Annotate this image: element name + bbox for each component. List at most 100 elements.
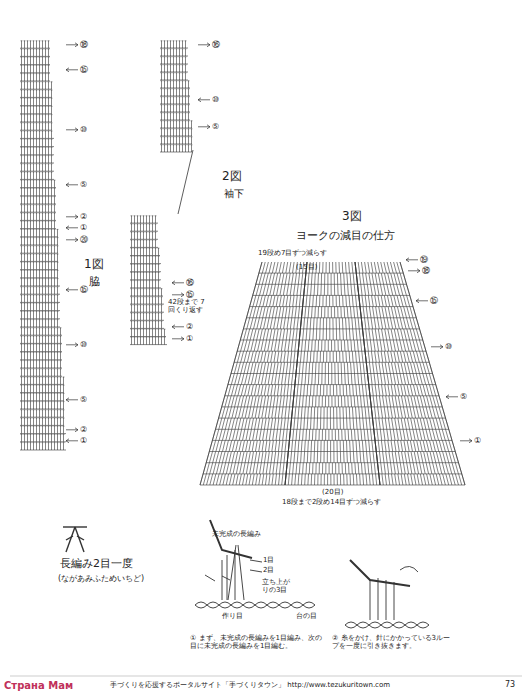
arrow-head <box>66 226 69 230</box>
arrow-shaft <box>406 259 418 260</box>
arrow-shaft <box>460 440 472 441</box>
row-number: ① <box>80 223 87 232</box>
row-number: ⑮ <box>80 65 88 74</box>
symbol-leg <box>75 527 84 552</box>
arrow-head <box>66 68 69 72</box>
yarn <box>400 566 418 572</box>
row-arrow <box>66 428 78 432</box>
arrow-shaft <box>431 346 443 347</box>
row-number: ① <box>80 436 87 445</box>
crochet-hook <box>350 560 410 586</box>
arrow-mark <box>205 575 230 581</box>
arrow-shaft <box>198 99 210 100</box>
label-text: 台の目 <box>296 612 317 620</box>
arrow-head <box>207 43 210 47</box>
row-number: ⑱ <box>80 40 88 49</box>
arrow-head <box>75 43 78 47</box>
illustration-step1 <box>195 520 315 608</box>
row-number: ⑮ <box>186 290 194 299</box>
stitch-strands <box>222 550 235 600</box>
row-number: ⑳ <box>80 235 88 244</box>
label-text: 長編み2目一度 <box>60 558 133 571</box>
arrow-head <box>66 183 69 187</box>
arrow-shaft <box>66 44 78 45</box>
arrow-head <box>172 281 175 285</box>
label-text: 2図 <box>222 170 242 184</box>
label-text: (20目) <box>322 488 343 496</box>
arrow-shaft <box>172 326 184 327</box>
leader-line <box>250 570 262 572</box>
row-number: ② <box>80 425 87 434</box>
row-arrow <box>408 269 420 273</box>
footer-rule <box>10 676 522 677</box>
row-number: ⑮ <box>430 296 438 305</box>
label-text: 3図 <box>342 210 362 224</box>
row-arrow <box>172 337 184 341</box>
row-arrow <box>66 288 78 292</box>
leader-line <box>250 560 262 562</box>
chain-row <box>345 625 429 628</box>
arrow-shaft <box>66 184 78 185</box>
row-arrow <box>198 43 210 47</box>
row-arrow <box>172 325 184 329</box>
row-arrow <box>198 98 210 102</box>
arrow-shaft <box>408 270 420 271</box>
row-arrow <box>66 226 78 230</box>
side-chart <box>20 41 66 450</box>
label-text: ① まず、未完成の長編みを1目編み、次の目に未完成の長編みを1目編む。 <box>190 634 322 650</box>
row-number: ⑩ <box>445 342 452 351</box>
arrow-shaft <box>66 216 78 217</box>
row-number: ⑱ <box>422 266 430 275</box>
row-arrow <box>66 238 78 242</box>
label-text: 1図 <box>84 258 104 272</box>
arrow-head <box>75 238 78 242</box>
label-text: 73 <box>505 680 515 689</box>
label-text: 袖下 <box>224 188 244 200</box>
arrow-head <box>66 398 69 402</box>
row-arrow <box>66 128 78 132</box>
arrow-shaft <box>66 289 78 290</box>
stitch-strands <box>370 578 394 620</box>
sleeve-chart-top <box>160 41 192 152</box>
stitch-charts <box>20 41 472 485</box>
arrow-head <box>416 299 419 303</box>
label-text: 19段め7目ずつ減らす <box>258 249 327 257</box>
chain-row <box>345 622 429 625</box>
arrow-shaft <box>66 227 78 228</box>
row-number: ⑯ <box>186 278 194 287</box>
dc2tog-symbol <box>63 527 87 552</box>
arrow-shaft <box>172 294 184 295</box>
row-arrow <box>66 68 78 72</box>
label-text: 手づくりを応援するポータルサイト「手づくりタウン」 http://www.tez… <box>110 681 390 689</box>
arrow-shaft <box>66 399 78 400</box>
symbol-leg <box>66 527 75 552</box>
row-arrow <box>406 258 418 262</box>
crochet-hook <box>210 520 252 558</box>
arrow-head <box>198 98 201 102</box>
arrow-shaft <box>416 300 428 301</box>
row-number: ⑲ <box>420 255 428 264</box>
row-arrow <box>66 183 78 187</box>
row-number: ⑤ <box>80 395 87 404</box>
row-number: ② <box>186 322 193 331</box>
arrow-shaft <box>66 429 78 430</box>
row-arrow <box>198 125 210 129</box>
row-arrow <box>431 345 443 349</box>
arrow-shaft <box>66 129 78 130</box>
arrow-shaft <box>198 126 210 127</box>
sleeve-chart-bottom <box>130 216 167 345</box>
arrow-head <box>75 428 78 432</box>
arrow-shaft <box>66 69 78 70</box>
row-number: ⑩ <box>80 340 87 349</box>
row-number: ⑩ <box>212 95 219 104</box>
row-arrow <box>172 293 184 297</box>
row-arrow <box>172 281 184 285</box>
arrow-head <box>75 215 78 219</box>
illustration-step2 <box>345 560 429 628</box>
label-text: 42段まで 7回くり返す <box>168 298 210 314</box>
arrow-head <box>66 288 69 292</box>
yoke-chart <box>200 262 465 485</box>
label-text: (15目) <box>296 263 317 271</box>
